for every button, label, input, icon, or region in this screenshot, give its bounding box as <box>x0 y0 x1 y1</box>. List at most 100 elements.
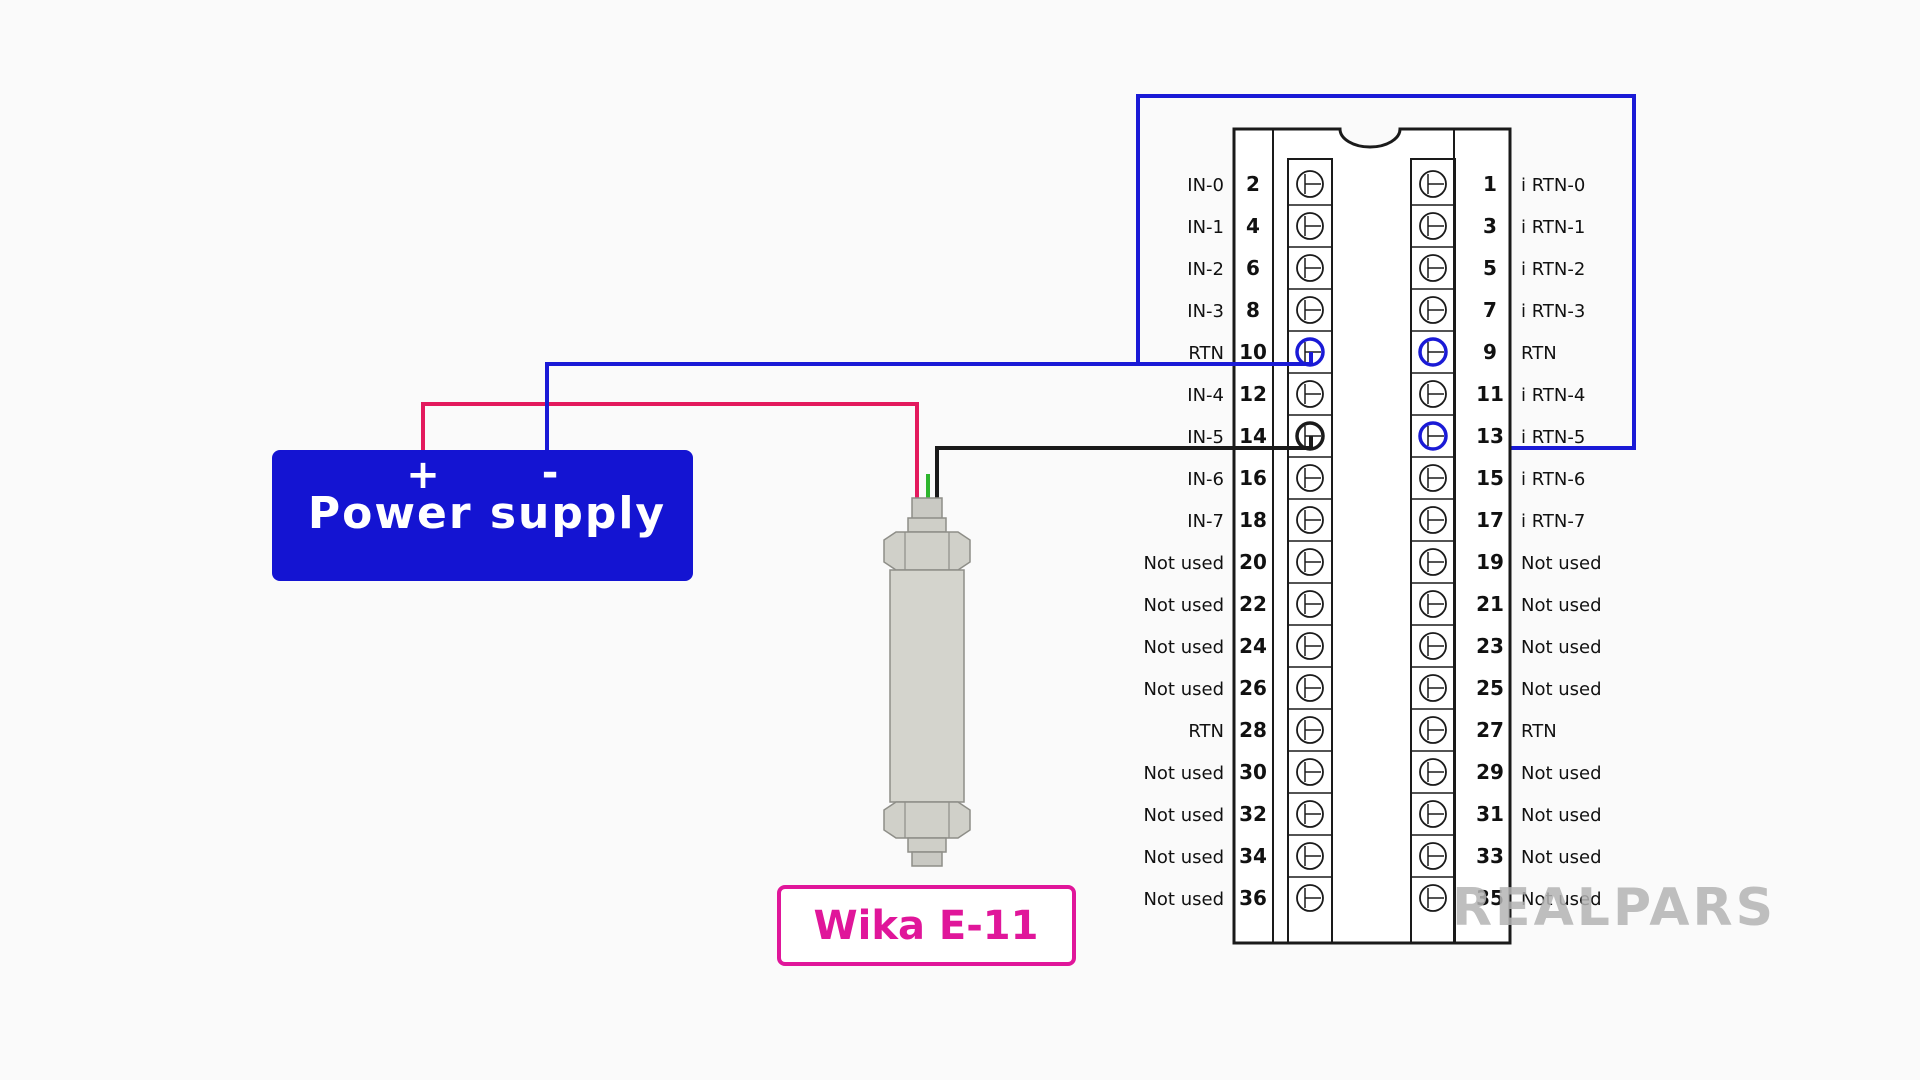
right-terminal-label: i RTN-0 <box>1521 175 1585 196</box>
left-terminal-number: 14 <box>1239 424 1267 448</box>
left-terminal-label: RTN <box>1188 343 1224 364</box>
left-terminal-screw-icon <box>1296 296 1324 324</box>
left-terminal-label: IN-5 <box>1187 427 1224 448</box>
terminal-10-highlight <box>1295 337 1325 367</box>
right-terminal-label: i RTN-3 <box>1521 301 1585 322</box>
right-terminal-number: 23 <box>1476 634 1504 658</box>
left-terminal-screw-icon <box>1296 674 1324 702</box>
right-terminal-screw-icon <box>1419 380 1447 408</box>
left-terminal-number: 32 <box>1239 802 1267 826</box>
right-terminal-screw-icon <box>1419 212 1447 240</box>
right-terminal-label: Not used <box>1521 889 1602 910</box>
right-terminal-label: i RTN-2 <box>1521 259 1585 280</box>
right-terminal-screw-icon <box>1419 170 1447 198</box>
power-supply-plus: + <box>406 452 440 498</box>
left-terminal-number: 2 <box>1246 172 1260 196</box>
left-terminal-screw-icon <box>1296 632 1324 660</box>
left-terminal-screw-icon <box>1296 590 1324 618</box>
right-terminal-label: RTN <box>1521 721 1557 742</box>
terminal-9-highlight <box>1418 337 1448 367</box>
left-terminal-screw-icon <box>1296 758 1324 786</box>
right-terminal-screw-icon <box>1419 254 1447 282</box>
wire-signal <box>935 436 1313 500</box>
right-terminal-number: 7 <box>1483 298 1497 322</box>
right-terminal-screw-icon <box>1419 506 1447 534</box>
right-terminal-number: 15 <box>1476 466 1504 490</box>
left-terminal-label: Not used <box>1143 889 1224 910</box>
left-terminal-number: 18 <box>1239 508 1267 532</box>
left-terminal-screw-icon <box>1296 464 1324 492</box>
left-terminal-label: IN-0 <box>1187 175 1224 196</box>
left-terminal-number: 8 <box>1246 298 1260 322</box>
left-terminal-label: Not used <box>1143 805 1224 826</box>
right-terminal-number: 1 <box>1483 172 1497 196</box>
sensor-label-text: Wika E-11 <box>814 903 1039 949</box>
realpars-watermark: REALPARS <box>1452 878 1776 938</box>
left-terminal-label: Not used <box>1143 637 1224 658</box>
left-terminal-number: 28 <box>1239 718 1267 742</box>
terminal-block-outline <box>1232 127 1512 945</box>
right-terminal-number: 31 <box>1476 802 1504 826</box>
left-terminal-label: Not used <box>1143 595 1224 616</box>
right-terminal-number: 11 <box>1476 382 1504 406</box>
terminal-14-highlight <box>1295 421 1325 451</box>
right-terminal-label: Not used <box>1521 679 1602 700</box>
right-terminal-label: i RTN-1 <box>1521 217 1585 238</box>
left-terminal-screw-icon <box>1296 548 1324 576</box>
left-terminal-label: Not used <box>1143 847 1224 868</box>
right-terminal-number: 35 <box>1476 886 1504 910</box>
left-terminal-number: 34 <box>1239 844 1267 868</box>
right-terminal-screw-icon <box>1419 884 1447 912</box>
left-terminal-label: IN-2 <box>1187 259 1224 280</box>
left-terminal-screw-icon <box>1296 506 1324 534</box>
left-terminal-number: 12 <box>1239 382 1267 406</box>
right-terminal-number: 33 <box>1476 844 1504 868</box>
right-terminal-number: 19 <box>1476 550 1504 574</box>
right-terminal-number: 9 <box>1483 340 1497 364</box>
wire-positive <box>421 402 919 500</box>
left-terminal-label: IN-1 <box>1187 217 1224 238</box>
power-supply-minus: - <box>542 450 559 496</box>
right-terminal-label: i RTN-6 <box>1521 469 1585 490</box>
left-terminal-number: 30 <box>1239 760 1267 784</box>
right-terminal-label: Not used <box>1521 763 1602 784</box>
right-terminal-label: i RTN-5 <box>1521 427 1585 448</box>
left-terminal-number: 10 <box>1239 340 1267 364</box>
power-supply-box <box>272 450 693 581</box>
right-terminal-number: 17 <box>1476 508 1504 532</box>
right-terminal-label: RTN <box>1521 343 1557 364</box>
left-terminal-screw-icon <box>1296 800 1324 828</box>
left-terminal-number: 4 <box>1246 214 1260 238</box>
right-terminal-label: Not used <box>1521 595 1602 616</box>
right-terminal-number: 29 <box>1476 760 1504 784</box>
right-terminal-label: Not used <box>1521 847 1602 868</box>
right-terminal-screw-icon <box>1419 758 1447 786</box>
wire-negative <box>545 352 1313 450</box>
left-terminal-screw-icon <box>1296 716 1324 744</box>
right-terminal-number: 25 <box>1476 676 1504 700</box>
wires <box>421 352 1313 500</box>
left-terminal-label: IN-6 <box>1187 469 1224 490</box>
right-terminal-screw-icon <box>1419 716 1447 744</box>
power-supply: + - Power supply <box>272 450 693 581</box>
sensor-label: Wika E-11 <box>777 885 1076 966</box>
right-terminal-screw-icon <box>1419 674 1447 702</box>
right-terminal-label: i RTN-7 <box>1521 511 1585 532</box>
right-terminal-number: 13 <box>1476 424 1504 448</box>
right-terminal-label: Not used <box>1521 637 1602 658</box>
right-terminal-label: i RTN-4 <box>1521 385 1585 406</box>
left-terminal-screw-icon <box>1296 212 1324 240</box>
left-terminal-label: IN-7 <box>1187 511 1224 532</box>
terminal-13-highlight <box>1418 421 1448 451</box>
right-terminal-screw-icon <box>1419 632 1447 660</box>
right-terminal-number: 21 <box>1476 592 1504 616</box>
left-terminal-number: 36 <box>1239 886 1267 910</box>
pressure-sensor <box>883 497 971 867</box>
right-terminal-screw-icon <box>1419 800 1447 828</box>
right-terminal-number: 27 <box>1476 718 1504 742</box>
left-terminal-number: 22 <box>1239 592 1267 616</box>
left-terminal-number: 24 <box>1239 634 1267 658</box>
